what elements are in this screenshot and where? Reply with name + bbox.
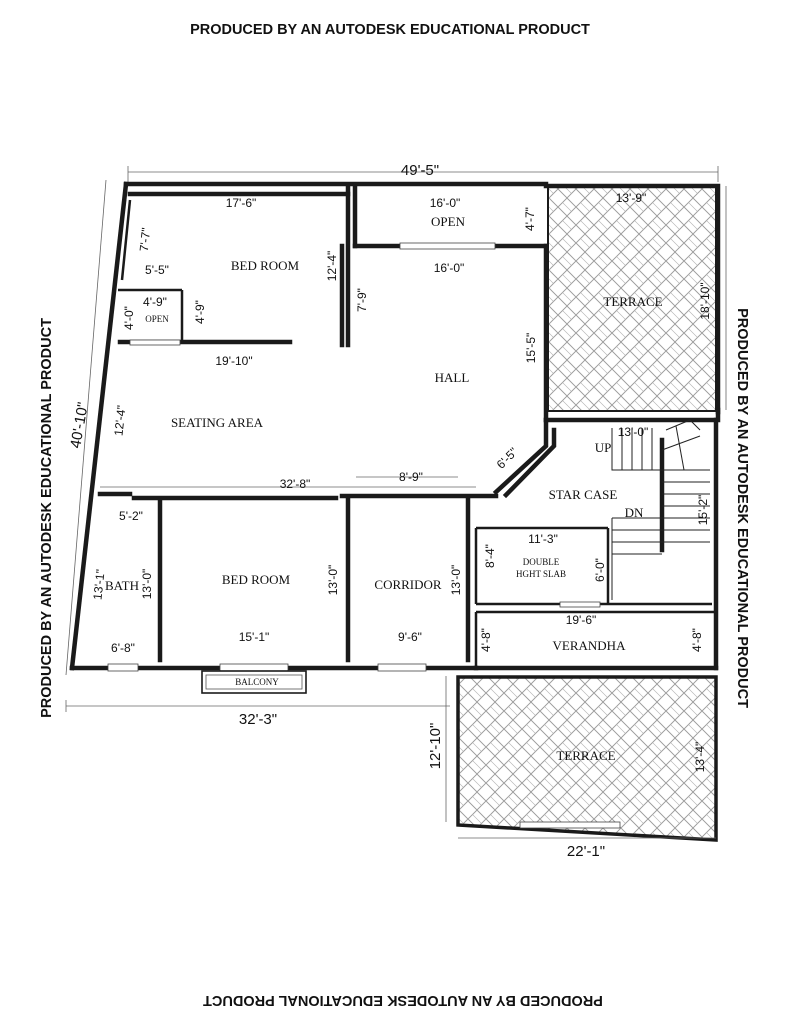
- dim-slab-width: 11'-3": [528, 532, 558, 546]
- dim-bed-bottom-depth: 13'-0": [326, 565, 340, 596]
- dim-terrace-bottom-offset: 12'-10": [427, 723, 444, 770]
- label-dn: DN: [625, 505, 644, 520]
- staircase-steps: [611, 419, 710, 600]
- dim-open-small-depth-b: 4'-9": [193, 300, 207, 324]
- dim-corridor-depth: 13'-0": [449, 565, 463, 596]
- dim-chamfer: 6'-5": [494, 445, 521, 472]
- watermark-right: PRODUCED BY AN AUTODESK EDUCATIONAL PROD…: [734, 308, 750, 708]
- label-terrace-top: TERRACE: [603, 294, 662, 309]
- dim-open-top-depth: 4'-7": [523, 207, 537, 231]
- watermark-bottom: PRODUCED BY AN AUTODESK EDUCATIONAL PROD…: [203, 992, 603, 1008]
- dim-front-width: 32'-8": [280, 477, 311, 491]
- dim-open-top-width: 16'-0": [430, 196, 461, 210]
- dim-hall-side: 7'-9": [355, 288, 369, 312]
- label-verandha: VERANDHA: [553, 638, 627, 653]
- dim-bed-top-side: 7'-7": [137, 227, 153, 252]
- dim-slab-depth-a: 8'-4": [483, 544, 497, 568]
- dim-stair-depth: 15'-2": [696, 495, 710, 526]
- dim-verandha-depth-a: 4'-8": [479, 628, 493, 652]
- dim-corridor-width: 9'-6": [398, 630, 422, 644]
- watermark-left: PRODUCED BY AN AUTODESK EDUCATIONAL PROD…: [39, 318, 55, 718]
- label-terrace-bottom: TERRACE: [556, 748, 615, 763]
- dim-bed-bottom-width: 15'-1": [239, 630, 270, 644]
- dim-seating-width: 19'-10": [215, 354, 252, 368]
- label-double-height-2: HGHT SLAB: [516, 569, 566, 579]
- terrace-bottom-area: [456, 675, 718, 842]
- dim-terrace-bottom-depth: 13'-4": [693, 742, 707, 773]
- label-hall: HALL: [435, 370, 470, 385]
- dim-slab-depth-b: 6'-0": [593, 558, 607, 582]
- label-star-case: STAR CASE: [549, 487, 618, 502]
- dim-hall-width: 16'-0": [434, 261, 465, 275]
- label-double-height-1: DOUBLE: [523, 557, 560, 567]
- dim-overall-width: 49'-5": [401, 162, 439, 179]
- label-bed-room-top: BED ROOM: [231, 258, 300, 273]
- dim-hall-depth: 15'-5": [524, 333, 538, 364]
- windows: [107, 242, 621, 829]
- dim-overall-depth: 40'-10": [67, 401, 92, 450]
- label-seating-area: SEATING AREA: [171, 415, 264, 430]
- label-corridor: CORRIDOR: [374, 577, 442, 592]
- dim-bath-width: 5'-2": [119, 509, 143, 523]
- dim-corridor-width-top: 8'-9": [399, 470, 423, 484]
- dim-seating-depth: 12'-4": [111, 405, 128, 437]
- label-bed-room-bottom: BED ROOM: [222, 572, 291, 587]
- dim-niche-width: 5'-5": [145, 263, 169, 277]
- dim-bottom-width: 32'-3": [239, 711, 277, 728]
- dim-open-small-width: 4'-9": [143, 295, 167, 309]
- label-balcony: BALCONY: [235, 677, 279, 687]
- label-open-small: OPEN: [145, 314, 169, 324]
- label-open-top: OPEN: [431, 214, 466, 229]
- dim-stair-width: 13'-0": [618, 425, 649, 439]
- dim-bath-depth-a: 13'-1": [90, 569, 107, 601]
- label-up: UP: [595, 440, 612, 455]
- watermark-top: PRODUCED BY AN AUTODESK EDUCATIONAL PROD…: [190, 22, 590, 38]
- dim-verandha-width: 19'-6": [566, 613, 597, 627]
- dim-terrace-top-depth: 18'-10": [698, 282, 712, 319]
- dim-bath-bottom: 6'-8": [111, 641, 135, 655]
- dim-verandha-depth-b: 4'-8": [690, 628, 704, 652]
- dim-terrace-bottom-width: 22'-1": [567, 843, 605, 860]
- dim-bed-top-width: 17'-6": [226, 196, 257, 210]
- terrace-top-area: [547, 185, 717, 412]
- dim-terrace-top-width: 13'-9": [616, 191, 647, 205]
- dim-bed-top-depth: 12'-4": [325, 251, 339, 282]
- label-bath: BATH: [105, 578, 139, 593]
- balcony-outline: [201, 670, 307, 694]
- dim-bath-depth-b: 13'-0": [140, 569, 154, 600]
- dim-open-small-depth-a: 4'-0": [122, 306, 136, 330]
